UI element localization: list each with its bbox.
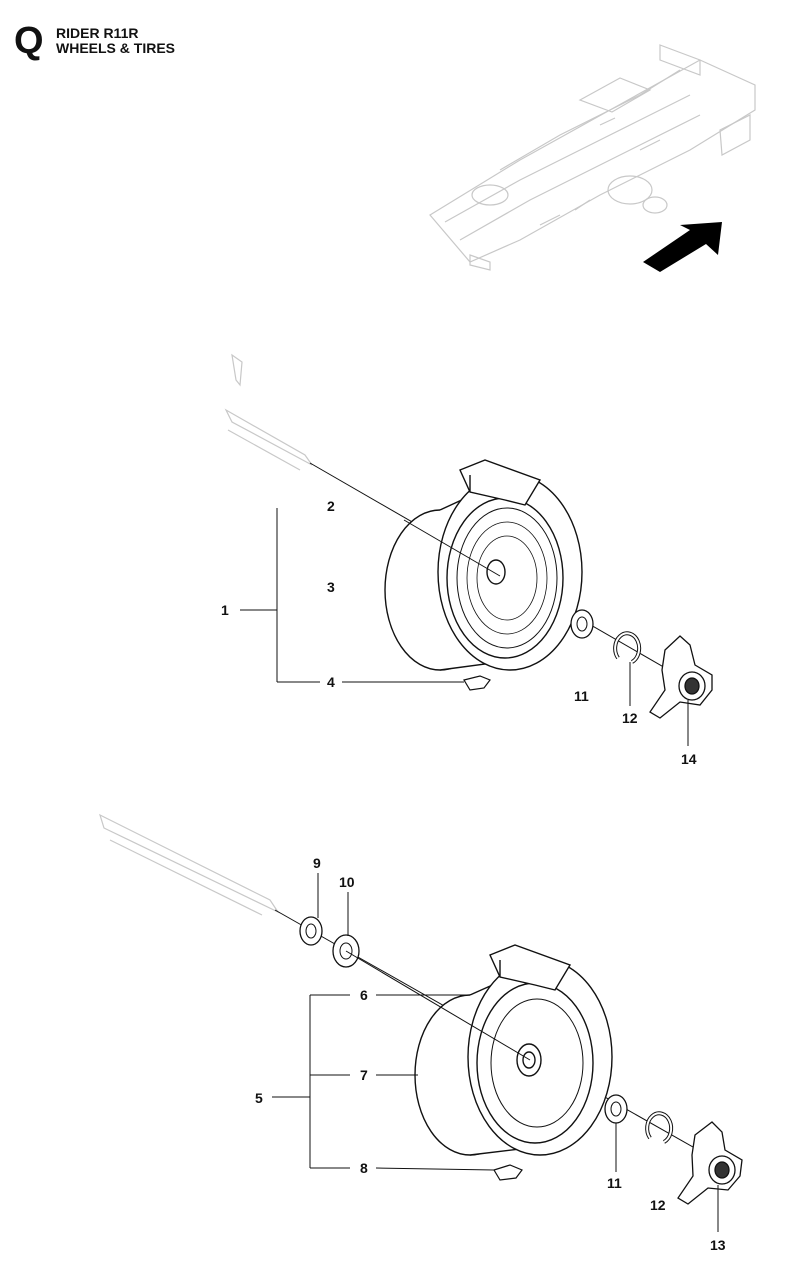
wheel-upper	[384, 459, 583, 671]
callout-8: 8	[360, 1160, 368, 1176]
callout-3: 3	[327, 579, 335, 595]
bracket-1	[240, 508, 320, 683]
ghost-axle-upper	[224, 353, 313, 471]
callout-6: 6	[360, 987, 368, 1003]
callout-4: 4	[327, 674, 335, 690]
valve-8	[493, 1164, 523, 1181]
callout-12-upper: 12	[622, 710, 638, 726]
bracket-5	[272, 994, 350, 1169]
ghost-axle-lower	[99, 813, 280, 916]
chassis-overview	[429, 44, 756, 271]
callout-12-lower: 12	[650, 1197, 666, 1213]
header: Q RIDER R11R WHEELS & TIRES	[14, 22, 175, 60]
callout-11-upper: 11	[574, 688, 589, 704]
callout-5: 5	[255, 1090, 263, 1106]
title-block: RIDER R11R WHEELS & TIRES	[56, 26, 175, 56]
wheel-lower	[414, 944, 613, 1156]
valve-4	[463, 675, 491, 691]
hub-cap-14	[649, 635, 713, 719]
callout-9: 9	[313, 855, 321, 871]
callout-7: 7	[360, 1067, 368, 1083]
section-letter: Q	[14, 20, 44, 62]
section-title: WHEELS & TIRES	[56, 40, 176, 56]
callout-11-lower: 11	[607, 1175, 622, 1191]
callout-14: 14	[681, 751, 697, 767]
callout-2: 2	[327, 498, 335, 514]
callout-10: 10	[339, 874, 355, 890]
direction-arrow	[643, 222, 722, 272]
model-title: RIDER R11R	[56, 25, 139, 41]
callout-1: 1	[221, 602, 229, 618]
hub-cap-13	[677, 1121, 743, 1205]
callout-13: 13	[710, 1237, 726, 1253]
